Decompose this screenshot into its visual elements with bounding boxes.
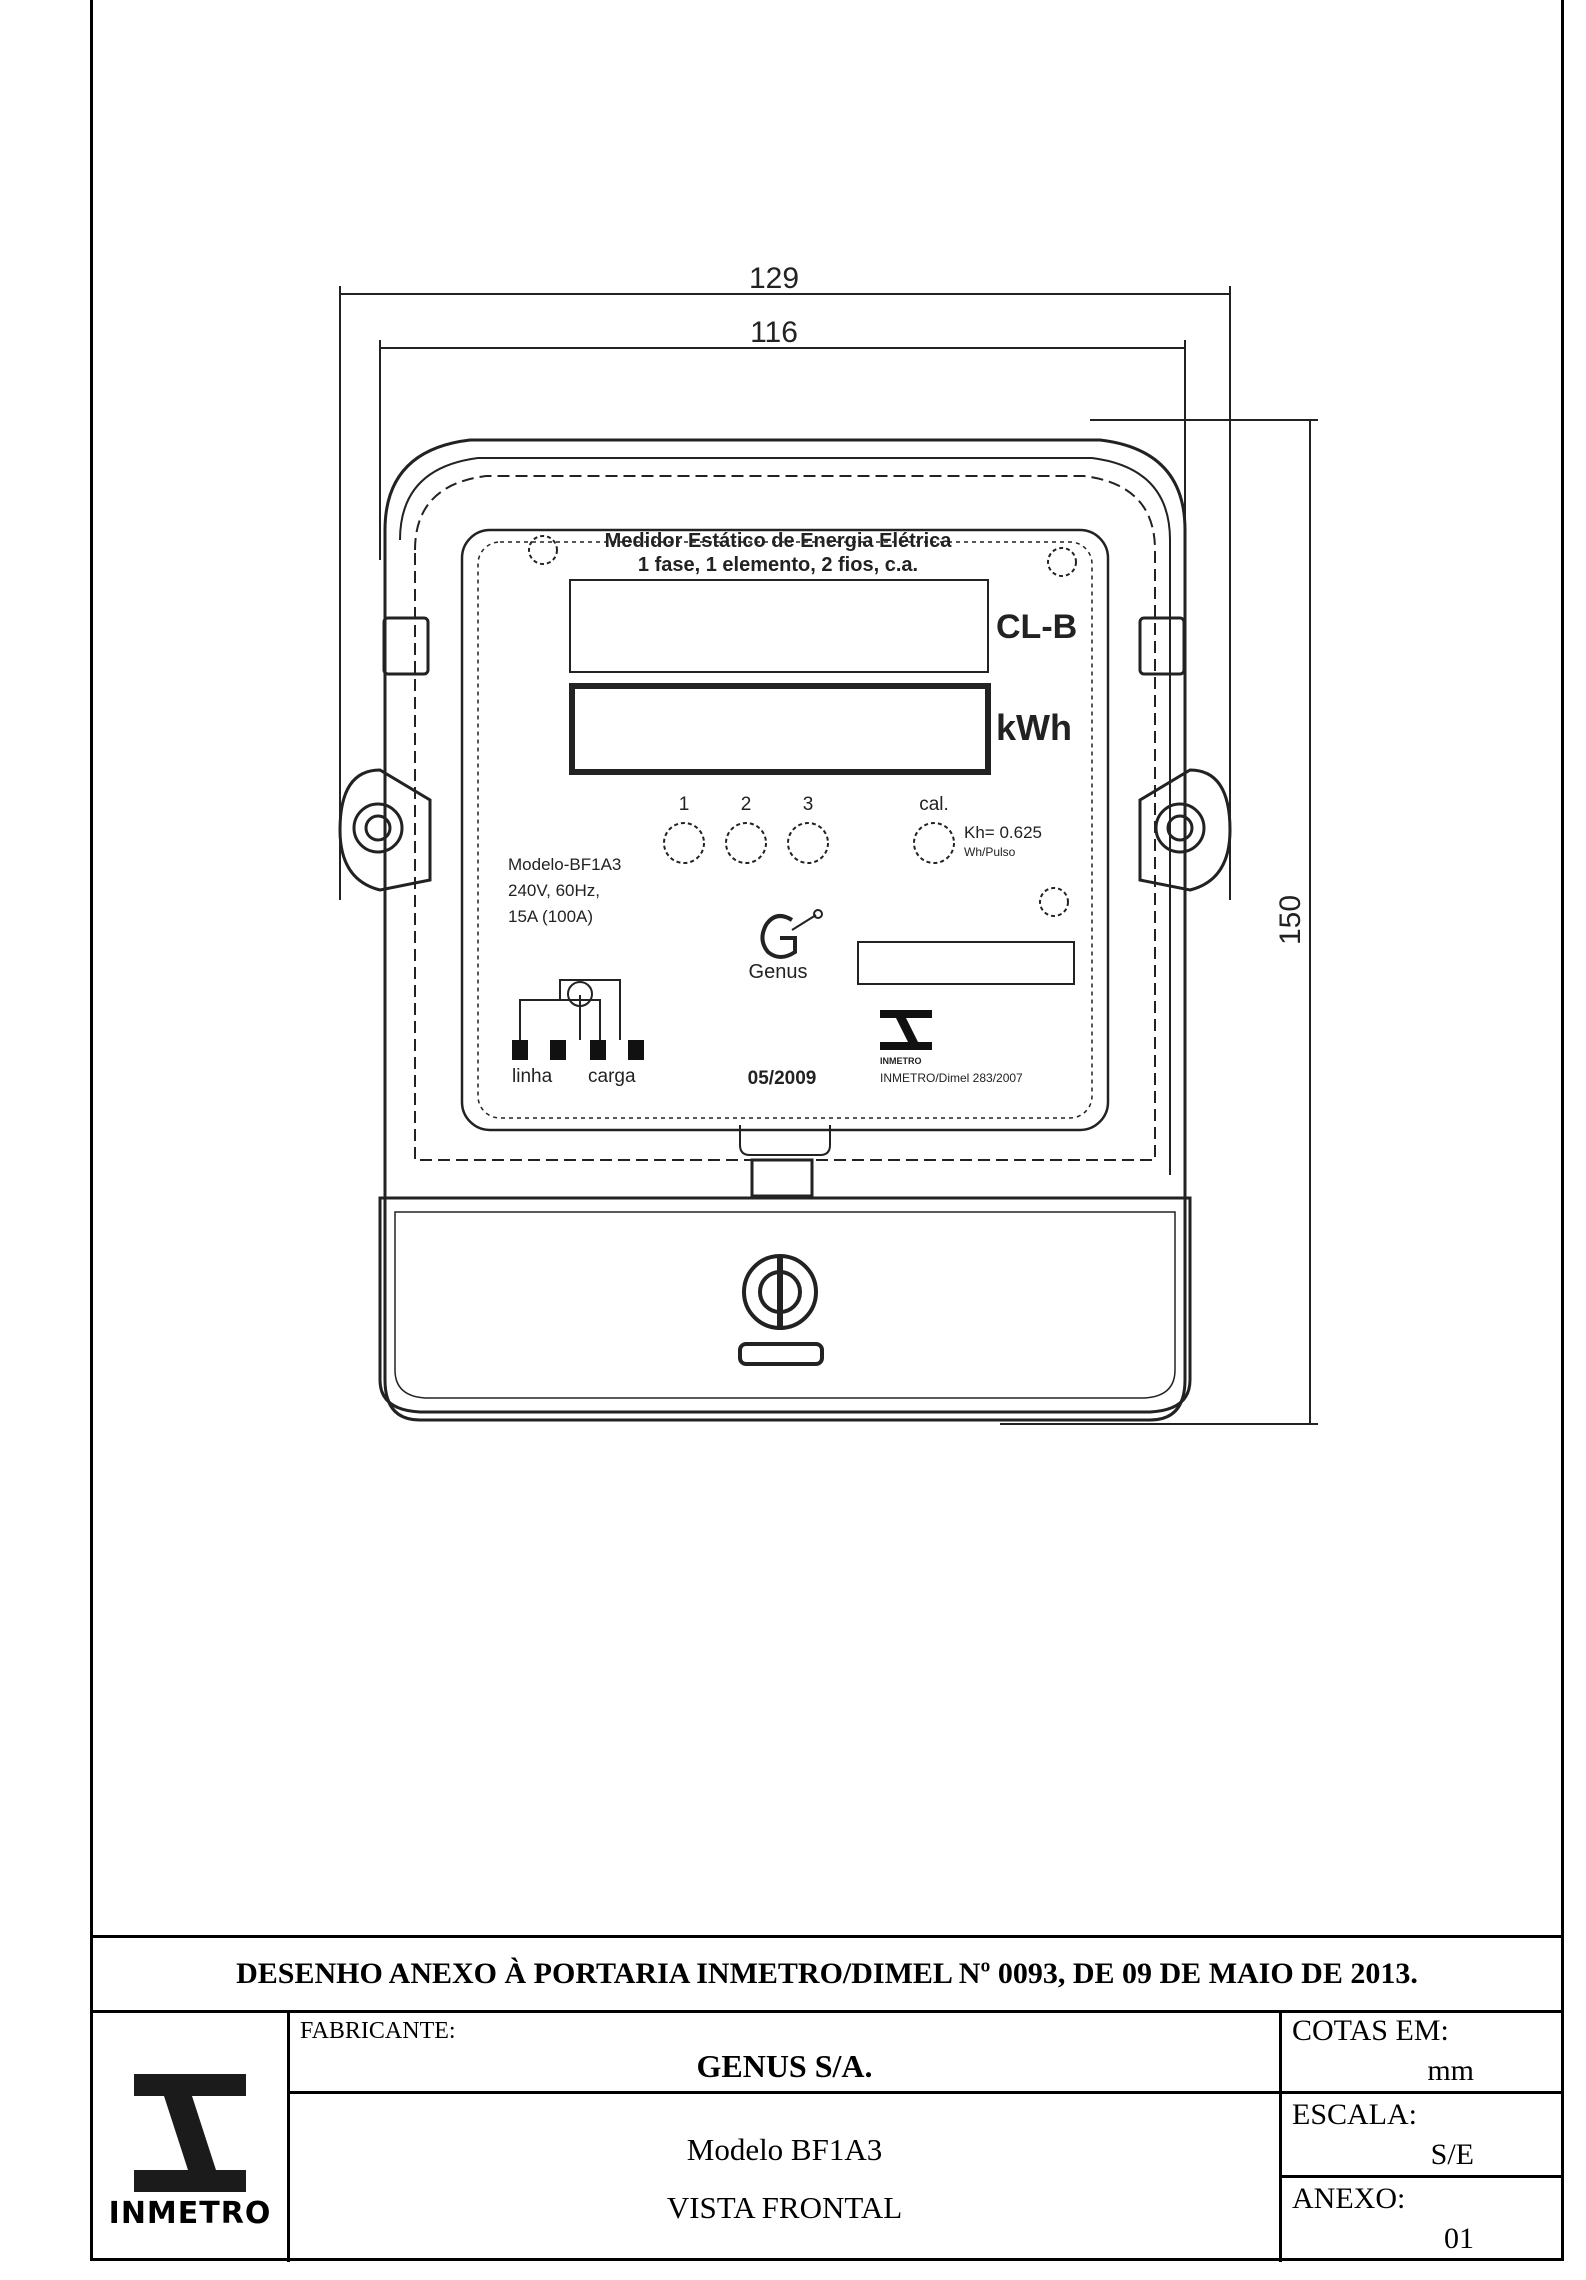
dim-text-129: 129 <box>749 262 799 295</box>
model-cell: Modelo BF1A3 VISTA FRONTAL <box>290 2094 1282 2262</box>
nameplate-area <box>460 528 1110 1132</box>
terminal-cover <box>378 1196 1192 1414</box>
title-block: INMETRO FABRICANTE: GENUS S/A. Modelo BF… <box>90 2010 1564 2262</box>
cotas-value: mm <box>1427 2054 1474 2087</box>
inmetro-small-logo <box>880 1010 932 1050</box>
dim-text-150: 150 <box>1274 895 1307 945</box>
terminal-label-linha: linha <box>512 1066 553 1087</box>
dim-text-116: 116 <box>750 316 798 349</box>
title-block-heading: DESENHO ANEXO À PORTARIA INMETRO/DIMEL N… <box>90 1935 1564 2013</box>
technical-drawing: 129 116 150 Medidor Estático de Energia … <box>338 262 1318 1425</box>
page-frame <box>90 0 1564 2261</box>
escala-label: ESCALA: <box>1292 2098 1418 2131</box>
inmetro-small-text: INMETRO <box>880 1056 922 1066</box>
inmetro-logo-text: INMETRO <box>108 2196 272 2231</box>
led-label-2: 2 <box>741 794 752 815</box>
model-line-2: 240V, 60Hz, <box>508 881 600 900</box>
model-name: Modelo BF1A3 <box>686 2132 883 2167</box>
meter-housing <box>383 438 1187 1422</box>
escala-cell: ESCALA: S/E <box>1282 2094 1564 2178</box>
meter-title-line1: Medidor Estático de Energia Elétrica <box>605 530 953 552</box>
meter-title-line2: 1 fase, 1 elemento, 2 fios, c.a. <box>638 554 918 576</box>
terminal-label-carga: carga <box>588 1066 636 1087</box>
display-window-top <box>569 579 989 673</box>
led-label-cal: cal. <box>919 794 949 815</box>
escala-value: S/E <box>1430 2138 1474 2171</box>
meter-drawing-svg: 129 116 150 Medidor Estático de Energia … <box>338 262 1318 1425</box>
model-line-3: 15A (100A) <box>508 907 593 926</box>
anexo-label: ANEXO: <box>1292 2182 1406 2215</box>
cotas-label: COTAS EM: <box>1292 2014 1449 2047</box>
fabricante-value: GENUS S/A. <box>696 2048 873 2084</box>
anexo-cell: ANEXO: 01 <box>1282 2178 1564 2262</box>
inmetro-ref: INMETRO/Dimel 283/2007 <box>880 1071 1023 1085</box>
kh-unit: Wh/Pulso <box>964 845 1016 859</box>
brand-name: Genus <box>749 961 808 983</box>
inmetro-logo <box>134 2074 246 2192</box>
led-label-1: 1 <box>679 794 690 815</box>
kh-value: Kh= 0.625 <box>964 823 1042 842</box>
class-label: CL-B <box>996 608 1077 646</box>
fabricante-label: FABRICANTE: <box>300 2018 456 2044</box>
anexo-value: 01 <box>1444 2222 1474 2255</box>
led-label-3: 3 <box>803 794 814 815</box>
display-window-kwh <box>569 683 991 775</box>
fabricante-cell: FABRICANTE: GENUS S/A. <box>290 2010 1282 2094</box>
inmetro-logo-cell: INMETRO <box>90 2010 290 2262</box>
cotas-cell: COTAS EM: mm <box>1282 2010 1564 2094</box>
model-line-1: Modelo-BF1A3 <box>508 855 621 874</box>
heading-text: DESENHO ANEXO À PORTARIA INMETRO/DIMEL N… <box>236 1957 1418 1990</box>
view-name: VISTA FRONTAL <box>666 2190 903 2225</box>
unit-label: kWh <box>996 707 1072 748</box>
genus-logo <box>760 909 823 959</box>
date-code: 05/2009 <box>748 1068 817 1089</box>
